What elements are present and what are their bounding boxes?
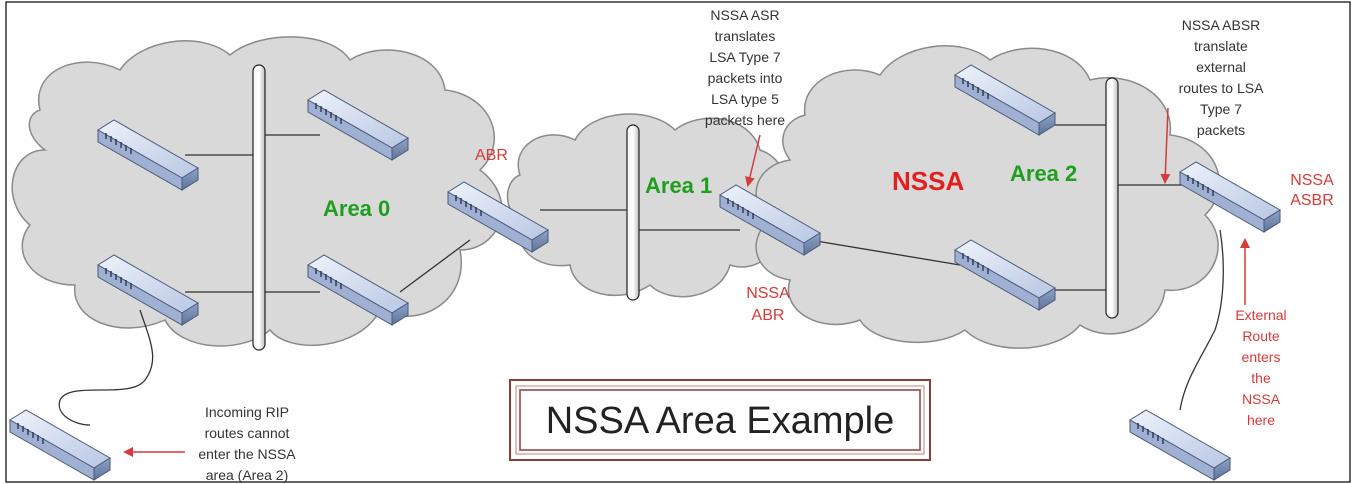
area2-label: Area 2 (1010, 161, 1077, 186)
svg-text:routes to LSA: routes to LSA (1179, 80, 1264, 96)
svg-text:the: the (1251, 370, 1271, 386)
svg-text:packets: packets (1197, 122, 1245, 138)
svg-text:Route: Route (1242, 328, 1280, 344)
svg-text:ASBR: ASBR (1290, 192, 1334, 209)
absr-arrow (1160, 107, 1171, 184)
svg-text:External: External (1235, 307, 1286, 323)
svg-text:NSSA: NSSA (746, 285, 790, 302)
svg-text:translates: translates (715, 28, 776, 44)
svg-text:LSA type 5: LSA type 5 (711, 91, 779, 107)
area1-label: Area 1 (645, 173, 712, 198)
svg-text:enters: enters (1242, 349, 1281, 365)
svg-text:routes cannot: routes cannot (205, 425, 290, 441)
nssa-abr-label: NSSA ABR (746, 285, 790, 324)
asr-annotation: NSSA ASR translates LSA Type 7 packets i… (705, 7, 785, 128)
links (58, 124, 1224, 426)
svg-text:NSSA: NSSA (1290, 172, 1334, 189)
svg-text:area (Area 2): area (Area 2) (206, 467, 288, 483)
svg-text:NSSA ABSR: NSSA ABSR (1182, 17, 1261, 33)
svg-text:external: external (1196, 59, 1246, 75)
abr-label: ABR (475, 147, 508, 164)
svg-text:Type 7: Type 7 (1200, 101, 1242, 117)
external-route-annotation: External Route enters the NSSA here (1235, 307, 1286, 428)
svg-text:packets into: packets into (708, 70, 783, 86)
nssa-asbr-label: NSSA ASBR (1290, 172, 1334, 209)
svg-text:here: here (1247, 412, 1275, 428)
svg-text:ABR: ABR (752, 307, 785, 324)
title-frame (509, 379, 931, 461)
svg-text:packets here: packets here (705, 112, 785, 128)
backbone-bus-icon (252, 64, 1119, 351)
svg-text:translate: translate (1194, 38, 1248, 54)
svg-text:enter the NSSA: enter the NSSA (198, 446, 296, 462)
area0-label: Area 0 (323, 196, 390, 221)
svg-text:NSSA ASR: NSSA ASR (710, 7, 779, 23)
svg-text:NSSA: NSSA (1242, 391, 1281, 407)
nssa-label: NSSA (892, 166, 964, 196)
cloud-area2 (755, 45, 1221, 349)
rip-annotation: Incoming RIP routes cannot enter the NSS… (198, 404, 296, 483)
diagram-title: NSSA Area Example (546, 400, 895, 442)
svg-text:Incoming RIP: Incoming RIP (205, 404, 289, 420)
absr-annotation: NSSA ABSR translate external routes to L… (1179, 17, 1264, 138)
svg-text:LSA Type 7: LSA Type 7 (709, 49, 781, 65)
asr-arrow (745, 134, 761, 187)
